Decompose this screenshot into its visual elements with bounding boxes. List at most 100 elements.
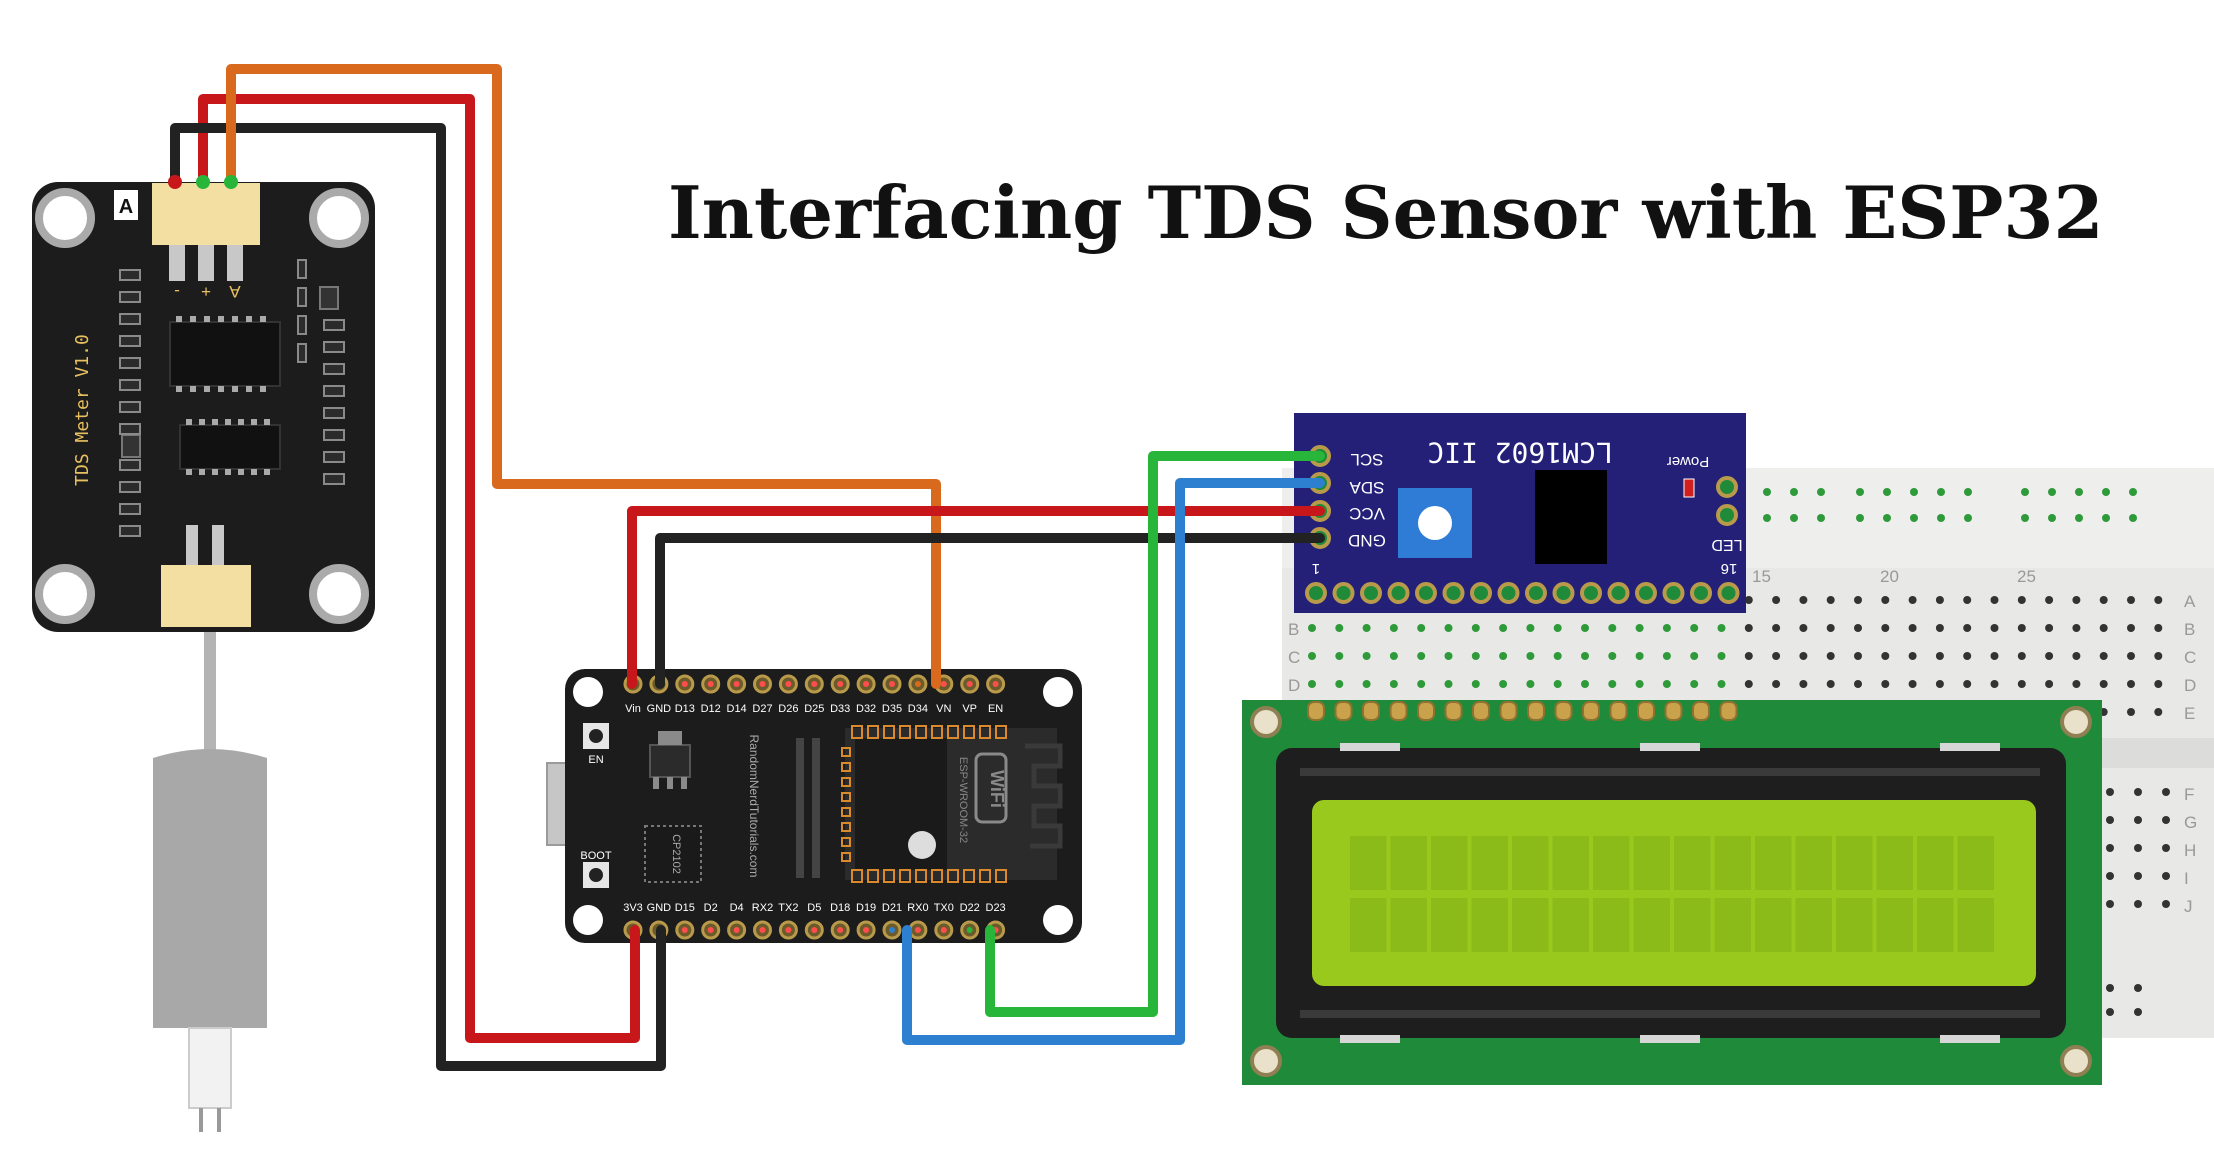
tds-smd-resistor xyxy=(323,385,345,397)
wire-endpoint xyxy=(224,175,238,189)
i2c-lcd-pin xyxy=(1635,582,1657,604)
breadboard-hole xyxy=(1856,514,1864,522)
breadboard-hole xyxy=(1937,514,1945,522)
breadboard-hole xyxy=(2134,984,2142,992)
tds-smd-resistor xyxy=(119,335,141,347)
breadboard-hole xyxy=(2134,900,2142,908)
esp32-bottom-pin-label: D22 xyxy=(960,902,980,914)
tds-pin-lead xyxy=(227,245,243,281)
antenna-trace xyxy=(1025,743,1063,849)
tds-ic-pin xyxy=(246,386,252,392)
module-pad xyxy=(915,869,927,883)
breadboard-hole xyxy=(2129,514,2137,522)
breadboard-hole xyxy=(1417,652,1426,660)
breadboard-hole xyxy=(1854,624,1862,632)
lcd-char-cell xyxy=(1552,898,1589,952)
module-pad xyxy=(841,792,851,802)
esp32-pin-dot xyxy=(837,927,844,933)
breadboard-hole xyxy=(1471,652,1480,660)
regulator-leg xyxy=(667,777,673,789)
breadboard-hole xyxy=(2045,596,2054,604)
lcd-header-pin xyxy=(1334,701,1353,721)
breadboard-hole xyxy=(2154,596,2163,604)
breadboard-hole xyxy=(1471,680,1480,688)
lcd-char-cell xyxy=(1755,898,1792,952)
esp32-bottom-pin-label: D15 xyxy=(675,902,695,914)
i2c-pcb xyxy=(1294,413,1746,613)
module-pad xyxy=(899,869,911,883)
lcd-char-cell xyxy=(1836,836,1873,890)
breadboard-hole xyxy=(2162,788,2170,796)
breadboard-hole xyxy=(1335,652,1344,660)
breadboard-hole xyxy=(2102,514,2110,522)
espressif-logo-icon xyxy=(908,831,936,859)
tds-ic-pin xyxy=(176,386,182,392)
tds-ic-pin xyxy=(238,469,244,475)
breadboard-hole xyxy=(1790,488,1798,496)
wire-tds-gnd-to-gnd xyxy=(170,123,666,1071)
esp32-top-pin-label: GND xyxy=(647,703,672,715)
i2c-lcd-pins xyxy=(1305,582,1740,604)
esp32-top-pin-label: D33 xyxy=(830,703,850,715)
tds-ic-pin xyxy=(204,316,210,322)
breadboard-hole xyxy=(2106,984,2114,992)
tds-smd-cap xyxy=(297,259,307,279)
wifi-logo-label: WiFi xyxy=(987,770,1007,808)
breadboard-hole xyxy=(1744,652,1753,660)
tds-ic-pin xyxy=(260,386,266,392)
en-button-cap xyxy=(589,729,603,743)
wire-endpoints xyxy=(168,175,238,189)
lcd-mount-hole xyxy=(1250,1045,1282,1077)
lcd-char-cell xyxy=(1876,898,1913,952)
breadboard-hole xyxy=(2162,900,2170,908)
lcd-header-pin xyxy=(1527,701,1545,721)
esp32-pin-dot xyxy=(707,927,714,933)
breadboard-hole xyxy=(1817,514,1825,522)
module-pad xyxy=(915,725,927,739)
i2c-lcd-pin xyxy=(1690,582,1712,604)
breadboard-hole xyxy=(1881,624,1890,632)
tds-smd-parts xyxy=(119,259,345,537)
module-pad xyxy=(851,725,863,739)
breadboard-hole xyxy=(2162,844,2170,852)
esp32-top-pin-label: D32 xyxy=(856,703,876,715)
tds-ic-pin xyxy=(212,419,218,425)
lcd-bezel-stripe xyxy=(1300,768,2040,776)
module-pad xyxy=(841,747,851,757)
esp32-top-pin-label: EN xyxy=(988,703,1003,715)
breadboard-hole xyxy=(1935,680,1944,688)
esp32-pin-dot xyxy=(940,927,947,933)
breadboard-hole xyxy=(1908,680,1917,688)
breadboard-hole xyxy=(1963,680,1972,688)
tds-ic-pin xyxy=(232,386,238,392)
breadboard-hole xyxy=(1335,680,1344,688)
breadboard-hole xyxy=(1772,596,1781,604)
wire-gnd-to-lcd-gnd xyxy=(655,533,1325,689)
breadboard-hole xyxy=(1772,624,1781,632)
breadboard-hole xyxy=(1908,624,1917,632)
lcd-char-cell xyxy=(1350,898,1387,952)
esp32-pin-dot xyxy=(681,927,688,933)
breadboard-hole xyxy=(2017,624,2026,632)
breadboard-hole xyxy=(1790,514,1798,522)
en-button-label: EN xyxy=(588,754,603,766)
esp32-mount-hole xyxy=(573,905,603,935)
wire-d22-to-lcd-scl xyxy=(985,451,1325,1017)
breadboard-hole xyxy=(2099,680,2108,688)
tds-smd-resistor xyxy=(119,269,141,281)
tds-smd-resistor xyxy=(119,525,141,537)
tds-smd-resistor xyxy=(119,291,141,303)
esp32-mount-hole xyxy=(1043,905,1073,935)
breadboard-row-B: B xyxy=(2184,620,2195,639)
breadboard-hole xyxy=(1990,624,1999,632)
breadboard-hole xyxy=(1772,680,1781,688)
lcd-mount-hole xyxy=(1250,706,1282,738)
breadboard-hole xyxy=(2106,1008,2114,1016)
module-pad xyxy=(841,837,851,847)
breadboard-hole xyxy=(2072,624,2081,632)
breadboard-hole xyxy=(1717,680,1726,688)
tds-smd-resistor xyxy=(323,319,345,331)
tds-mount-hole xyxy=(309,188,369,248)
i2c-pin-label-vcc: VCC xyxy=(1349,504,1385,523)
breadboard-hole xyxy=(2048,514,2056,522)
